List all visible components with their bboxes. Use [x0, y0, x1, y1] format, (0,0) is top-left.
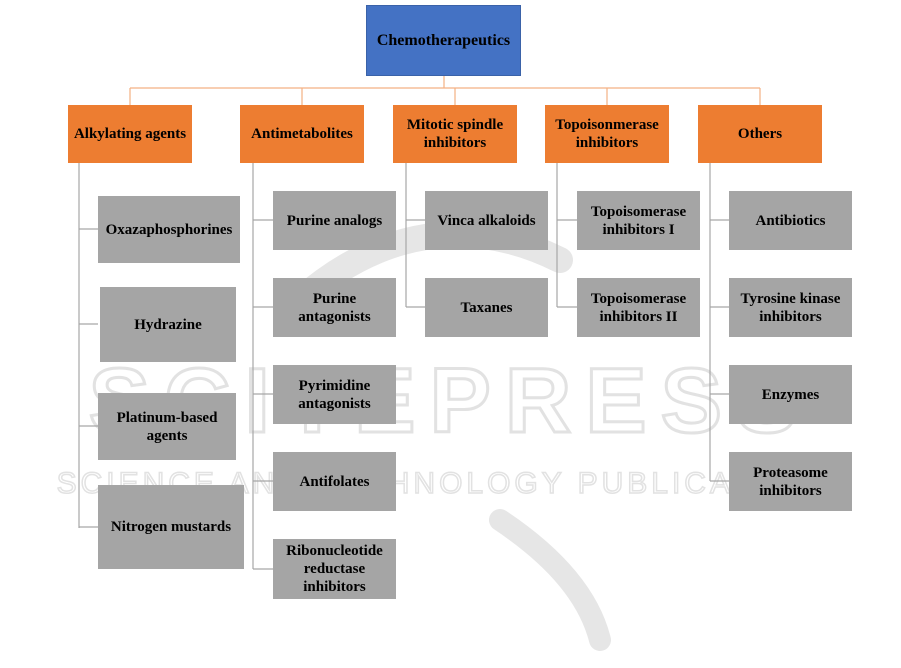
- leaf-label: Oxazaphosphorines: [105, 221, 233, 238]
- category-label: Antimetabolites: [251, 126, 353, 142]
- leaf-nitrogen-mustards: Nitrogen mustards: [98, 485, 244, 569]
- leaf-purine-antagonists: Purine antagonists: [273, 278, 396, 337]
- leaf-ribonucleotide-reductase-inhibitors: Ribonucleotide reductase inhibitors: [273, 539, 396, 599]
- leaf-tyrosine-kinase-inhibitors: Tyrosine kinase inhibitors: [729, 278, 852, 337]
- leaf-platinum-based-agents: Platinum-based agents: [98, 393, 236, 460]
- leaf-label: Topoisomerase inhibitors II: [590, 290, 687, 325]
- category-others: Others: [698, 105, 822, 163]
- leaf-label: Hydrazine: [134, 316, 202, 333]
- leaf-topoisomerase-inhibitors-i: Topoisomerase inhibitors I: [577, 191, 700, 250]
- leaf-hydrazine: Hydrazine: [100, 287, 236, 362]
- root-node: Chemotherapeutics: [366, 5, 521, 76]
- leaf-label: Proteasome inhibitors: [753, 464, 828, 499]
- category-topoisonmerase-inhibitors: Topoisonmerase inhibitors: [545, 105, 669, 163]
- root-label: Chemotherapeutics: [376, 31, 511, 49]
- category-label: Topoisonmerase inhibitors: [555, 117, 659, 151]
- leaf-pyrimidine-antagonists: Pyrimidine antagonists: [273, 365, 396, 424]
- leaf-label: Antifolates: [299, 473, 370, 490]
- leaf-label: Nitrogen mustards: [110, 519, 232, 535]
- leaf-antibiotics: Antibiotics: [729, 191, 852, 250]
- leaf-vinca-alkaloids: Vinca alkaloids: [425, 191, 548, 250]
- leaf-label: Pyrimidine antagonists: [298, 377, 371, 412]
- leaf-label: Topoisomerase inhibitors I: [590, 203, 687, 238]
- leaf-label: Platinum-based agents: [116, 409, 218, 444]
- leaf-label: Taxanes: [460, 299, 513, 316]
- category-mitotic-spindle-inhibitors: Mitotic spindle inhibitors: [393, 105, 517, 163]
- leaf-label: Tyrosine kinase inhibitors: [740, 290, 841, 325]
- leaf-antifolates: Antifolates: [273, 452, 396, 511]
- category-label: Mitotic spindle inhibitors: [406, 117, 504, 151]
- leaf-label: Purine analogs: [286, 212, 383, 229]
- category-alkylating-agents: Alkylating agents: [68, 105, 192, 163]
- leaf-label: Antibiotics: [755, 212, 826, 229]
- leaf-taxanes: Taxanes: [425, 278, 548, 337]
- leaf-label: Enzymes: [761, 386, 820, 403]
- leaf-proteasome-inhibitors: Proteasome inhibitors: [729, 452, 852, 511]
- category-label: Alkylating agents: [73, 126, 187, 142]
- leaf-label: Vinca alkaloids: [437, 212, 536, 229]
- leaf-label: Ribonucleotide reductase inhibitors: [286, 543, 383, 595]
- leaf-purine-analogs: Purine analogs: [273, 191, 396, 250]
- category-label: Others: [737, 126, 783, 142]
- leaf-enzymes: Enzymes: [729, 365, 852, 424]
- leaf-topoisomerase-inhibitors-ii: Topoisomerase inhibitors II: [577, 278, 700, 337]
- leaf-label: Purine antagonists: [298, 290, 371, 325]
- category-antimetabolites: Antimetabolites: [240, 105, 364, 163]
- leaf-oxazaphosphorines: Oxazaphosphorines: [98, 196, 240, 263]
